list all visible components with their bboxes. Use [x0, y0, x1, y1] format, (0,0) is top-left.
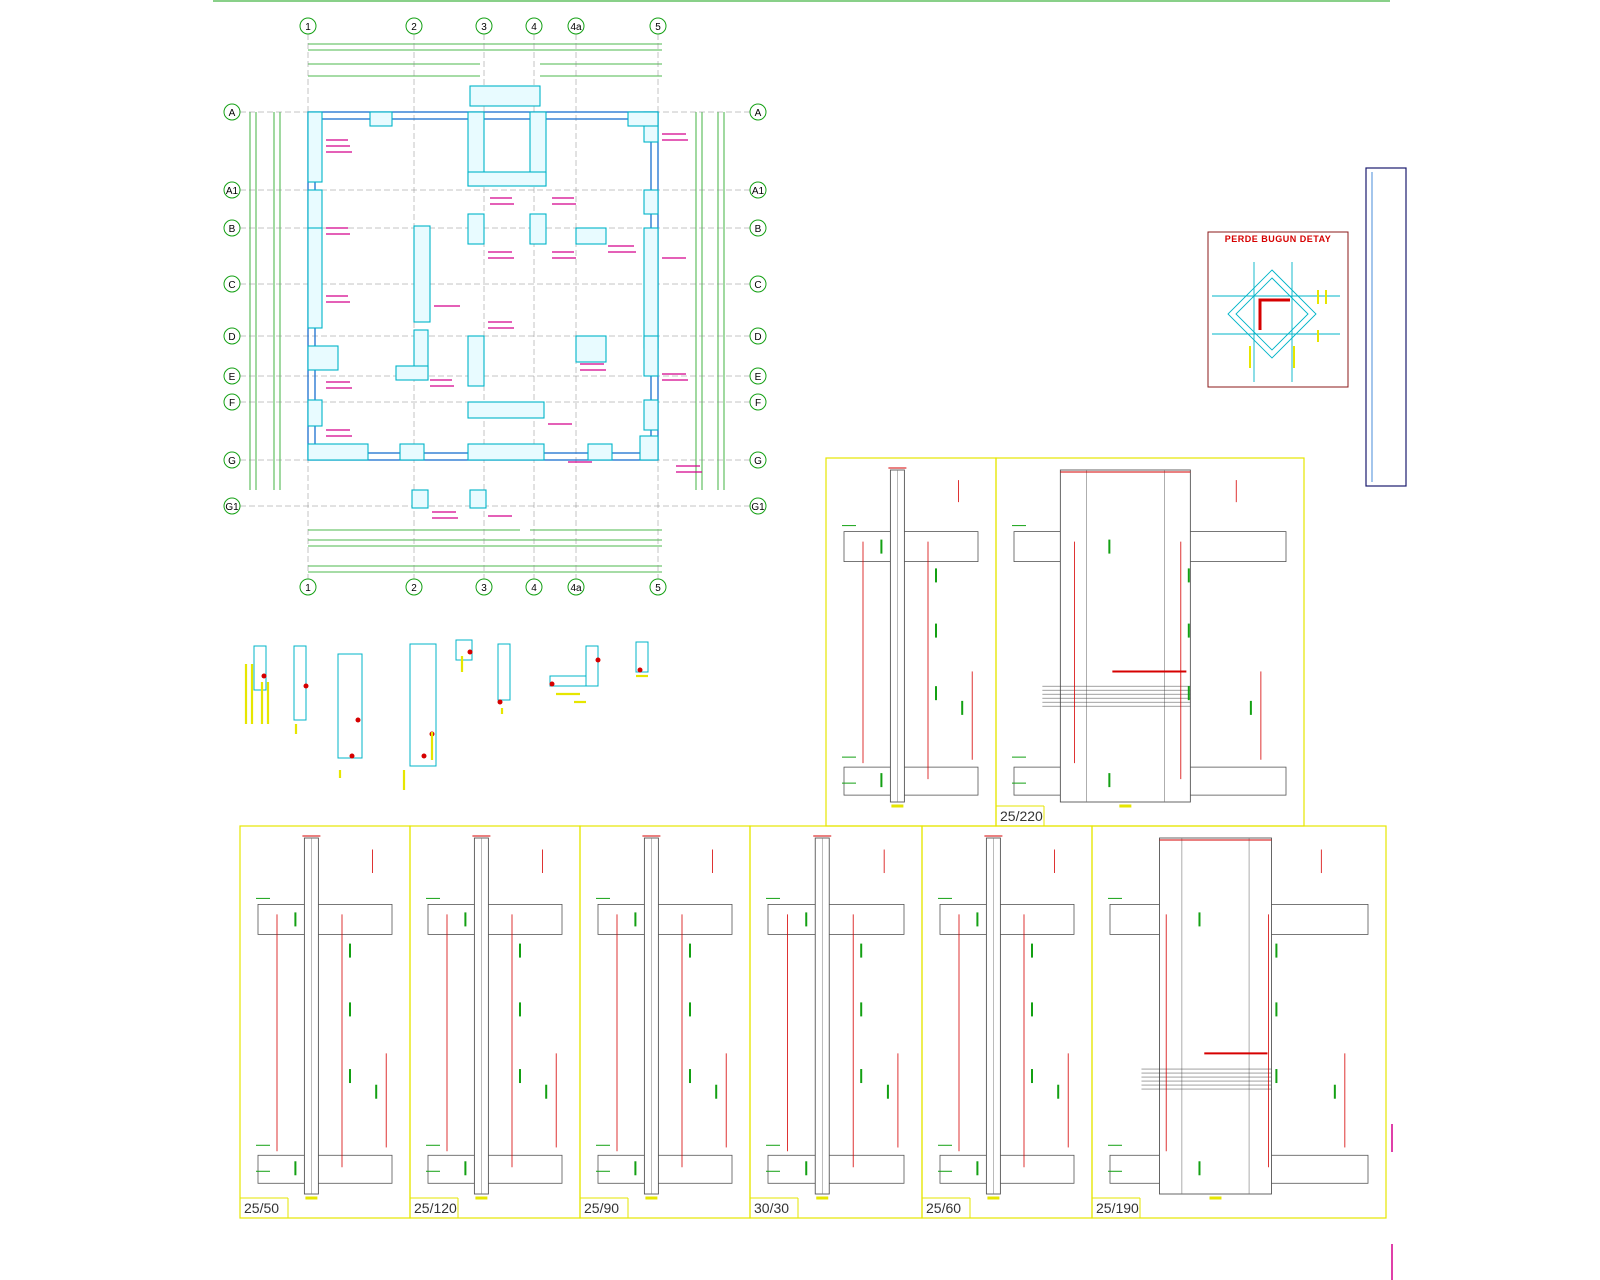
- svg-text:1: 1: [305, 583, 311, 594]
- grid-bubble-G1-right: G1: [749, 497, 767, 515]
- grid-bubble-4-top: 4: [525, 17, 543, 35]
- top-section-panel-1: 25/220: [995, 457, 1305, 827]
- section-label: 30/30: [754, 1200, 789, 1216]
- grid-bubble-5-top: 5: [649, 17, 667, 35]
- grid-bubble-F-left: F: [223, 393, 241, 411]
- grid-bubble-5-bottom: 5: [649, 578, 667, 596]
- svg-text:A: A: [229, 108, 236, 119]
- bottom-section-panel-3: 30/30: [749, 825, 923, 1219]
- svg-text:G: G: [754, 456, 762, 467]
- grid-bubble-4-bottom: 4: [525, 578, 543, 596]
- svg-text:4: 4: [531, 22, 537, 33]
- grid-bubble-G-left: G: [223, 451, 241, 469]
- grid-bubble-4a-top: 4a: [567, 17, 585, 35]
- grid-bubble-D-left: D: [223, 327, 241, 345]
- grid-bubble-3-bottom: 3: [475, 578, 493, 596]
- bottom-section-panel-2: 25/90: [579, 825, 751, 1219]
- svg-text:2: 2: [411, 22, 417, 33]
- grid-bubble-F-right: F: [749, 393, 767, 411]
- section-label: 25/120: [414, 1200, 457, 1216]
- section-label: 25/50: [244, 1200, 279, 1216]
- svg-text:A: A: [755, 108, 762, 119]
- grid-bubble-A-right: A: [749, 103, 767, 121]
- column-bubbles-bottom: 1 2 3 4 4a 5: [299, 578, 667, 596]
- grid-bubble-3-top: 3: [475, 17, 493, 35]
- bottom-section-panel-4: 25/60: [921, 825, 1093, 1219]
- grid-bubble-A1-left: A1: [223, 181, 241, 199]
- section-label: 25/190: [1096, 1200, 1139, 1216]
- grid-bubble-4a-bottom: 4a: [567, 578, 585, 596]
- grid-bubble-2-bottom: 2: [405, 578, 423, 596]
- svg-text:5: 5: [655, 583, 661, 594]
- grid-bubble-G1-left: G1: [223, 497, 241, 515]
- svg-text:B: B: [755, 224, 762, 235]
- detail-box: PERDE BUGUN DETAY: [1207, 231, 1349, 388]
- section-label: 25/60: [926, 1200, 961, 1216]
- grid-bubble-C-left: C: [223, 275, 241, 293]
- grid-bubble-2-top: 2: [405, 17, 423, 35]
- svg-text:E: E: [755, 372, 762, 383]
- section-panels-bottom: 25/50 25/120 25/90 30/30 25/60 25/190: [239, 825, 1387, 1219]
- foundation-plan: 1 2 3 4 4a 5 1 2 3 4 4a 5 A A1 B C D E F…: [223, 17, 767, 596]
- grid-bubble-A1-right: A1: [749, 181, 767, 199]
- svg-text:F: F: [755, 398, 761, 409]
- svg-text:A1: A1: [226, 186, 239, 197]
- adjacent-sheet-frame: [1365, 167, 1407, 1280]
- svg-text:4a: 4a: [570, 22, 582, 33]
- svg-text:G: G: [228, 456, 236, 467]
- row-bubbles-left: A A1 B C D E F G G1: [223, 103, 241, 515]
- svg-text:C: C: [228, 280, 235, 291]
- grid-bubble-B-right: B: [749, 219, 767, 237]
- detail-title: PERDE BUGUN DETAY: [1225, 234, 1332, 244]
- svg-text:C: C: [754, 280, 761, 291]
- grid-bubble-E-right: E: [749, 367, 767, 385]
- svg-text:2: 2: [411, 583, 417, 594]
- svg-text:3: 3: [481, 583, 487, 594]
- svg-text:5: 5: [655, 22, 661, 33]
- svg-text:D: D: [228, 332, 235, 343]
- plan-grid-lines: [240, 34, 750, 580]
- grid-bubble-A-left: A: [223, 103, 241, 121]
- svg-text:G1: G1: [225, 502, 239, 513]
- row-bubbles-right: A A1 B C D E F G G1: [749, 103, 767, 515]
- svg-text:F: F: [229, 398, 235, 409]
- stirrup-details: [244, 639, 649, 790]
- grid-bubble-E-left: E: [223, 367, 241, 385]
- grid-bubble-C-right: C: [749, 275, 767, 293]
- column-bubbles-top: 1 2 3 4 4a 5: [299, 17, 667, 35]
- bottom-section-panel-1: 25/120: [409, 825, 581, 1219]
- section-label: 25/220: [1000, 808, 1043, 824]
- bottom-section-panel-5: 25/190: [1091, 825, 1387, 1219]
- section-label: 25/90: [584, 1200, 619, 1216]
- svg-text:1: 1: [305, 22, 311, 33]
- svg-text:G1: G1: [751, 502, 765, 513]
- grid-bubble-G-right: G: [749, 451, 767, 469]
- grid-bubble-D-right: D: [749, 327, 767, 345]
- svg-text:A1: A1: [752, 186, 765, 197]
- grid-bubble-1-top: 1: [299, 17, 317, 35]
- bottom-section-panel-0: 25/50: [239, 825, 411, 1219]
- grid-bubble-1-bottom: 1: [299, 578, 317, 596]
- plan-annotations: [326, 133, 702, 519]
- svg-text:4: 4: [531, 583, 537, 594]
- section-panels-top: 25/220: [825, 457, 1305, 827]
- svg-text:B: B: [229, 224, 236, 235]
- svg-text:4a: 4a: [570, 583, 582, 594]
- top-section-panel-0: [825, 457, 997, 827]
- svg-text:E: E: [229, 372, 236, 383]
- svg-text:D: D: [754, 332, 761, 343]
- svg-text:3: 3: [481, 22, 487, 33]
- plan-shear-walls: [307, 85, 659, 509]
- grid-bubble-B-left: B: [223, 219, 241, 237]
